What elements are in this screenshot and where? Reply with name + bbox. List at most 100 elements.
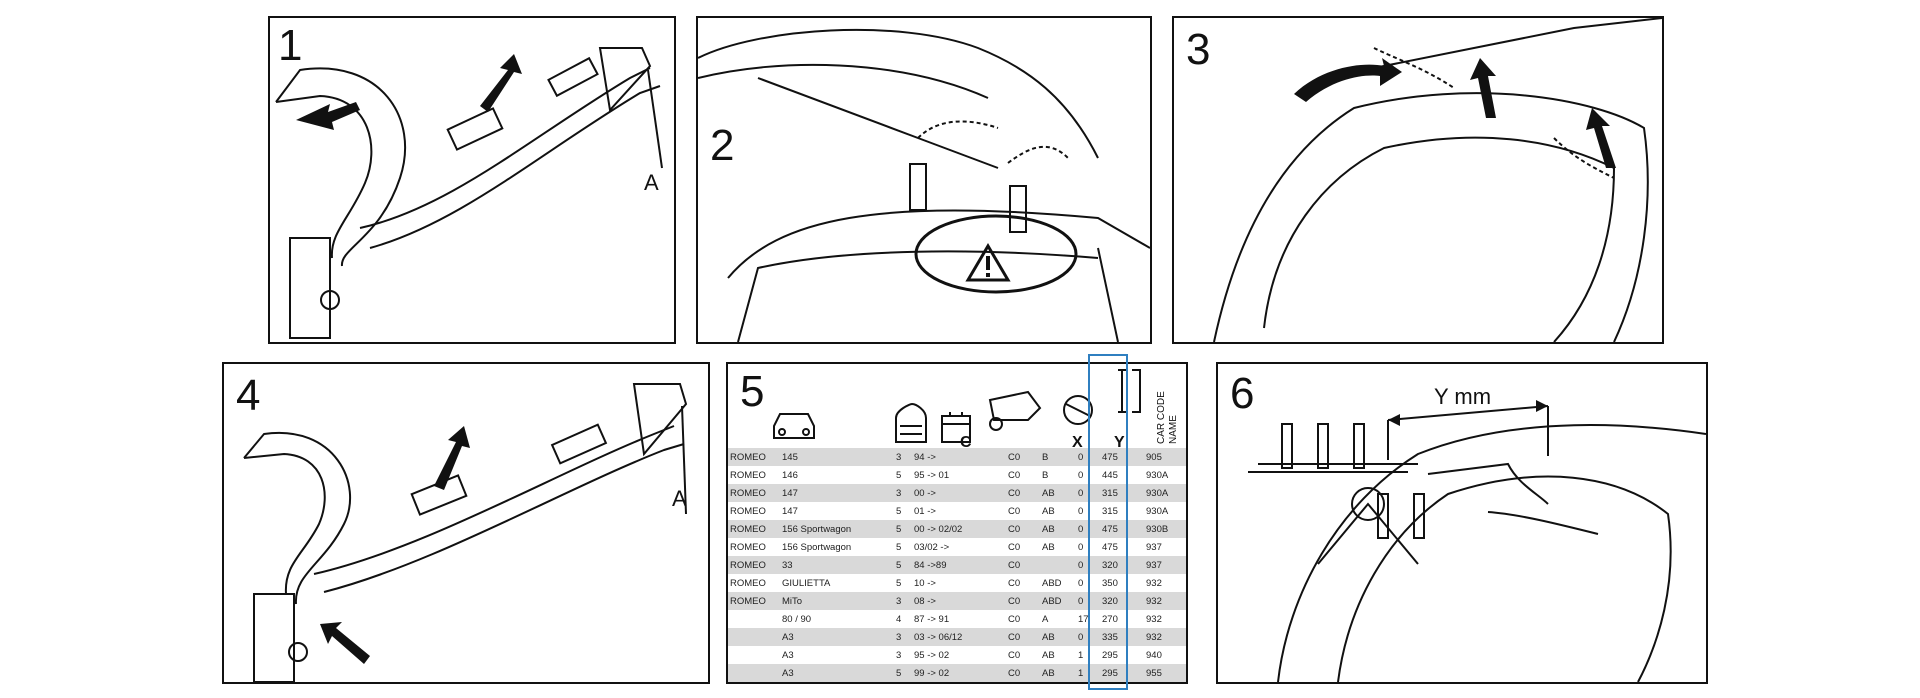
calendar-icon bbox=[941, 412, 971, 443]
table-cell-code: 932 bbox=[1144, 628, 1186, 646]
table-cell-make: ROMEO bbox=[728, 592, 780, 610]
table-cell-y: 270 bbox=[1094, 610, 1144, 628]
label-a: A bbox=[644, 170, 659, 195]
table-cell-code: 930B bbox=[1144, 520, 1186, 538]
table-cell-make bbox=[728, 610, 780, 628]
table-cell-y: 320 bbox=[1094, 556, 1144, 574]
table-cell-years: 00 -> bbox=[912, 484, 1006, 502]
table-cell-model: 80 / 90 bbox=[780, 610, 894, 628]
bike-rack-illustration: Y mm bbox=[1248, 384, 1706, 682]
panel-number: 1 bbox=[278, 21, 303, 70]
table-cell-model: 145 bbox=[780, 448, 894, 466]
table-cell-doors: 4 bbox=[894, 610, 912, 628]
tailgate-illustration bbox=[698, 28, 1150, 342]
table-cell-years: 10 -> bbox=[912, 574, 1006, 592]
header-name: NAME bbox=[1168, 415, 1179, 444]
table-cell-b: B bbox=[1040, 448, 1076, 466]
table-cell-years: 03/02 -> bbox=[912, 538, 1006, 556]
table-cell-y: 445 bbox=[1094, 466, 1144, 484]
table-cell-b bbox=[1040, 556, 1076, 574]
table-cell-code: 940 bbox=[1144, 646, 1186, 664]
table-cell-y: 335 bbox=[1094, 628, 1144, 646]
table-header-icons: C X Y CAR CODE NAME bbox=[773, 369, 1179, 448]
table-cell-make bbox=[728, 628, 780, 646]
table-cell-b: B bbox=[1040, 466, 1076, 484]
table-cell-code: 905 bbox=[1144, 448, 1186, 466]
table-cell-doors: 3 bbox=[894, 448, 912, 466]
table-cell-doors: 3 bbox=[894, 592, 912, 610]
table-cell-y: 475 bbox=[1094, 448, 1144, 466]
dimension-label: Y mm bbox=[1434, 384, 1491, 409]
table-cell-c: C0 bbox=[1006, 574, 1040, 592]
table-cell-years: 94 -> bbox=[912, 448, 1006, 466]
table-cell-model: 156 Sportwagon bbox=[780, 538, 894, 556]
table-cell-model: MiTo bbox=[780, 592, 894, 610]
header-car-code: CAR CODE bbox=[1156, 391, 1167, 444]
table-cell-years: 84 ->89 bbox=[912, 556, 1006, 574]
table-cell-model: A3 bbox=[780, 664, 894, 682]
panel-5: 5 bbox=[726, 362, 1188, 684]
table-cell-doors: 5 bbox=[894, 502, 912, 520]
table-cell-make: ROMEO bbox=[728, 520, 780, 538]
table-cell-c: C0 bbox=[1006, 484, 1040, 502]
table-cell-make: ROMEO bbox=[728, 538, 780, 556]
table-cell-doors: 5 bbox=[894, 664, 912, 682]
table-cell-b: AB bbox=[1040, 628, 1076, 646]
table-cell-c: C0 bbox=[1006, 466, 1040, 484]
table-cell-model: 147 bbox=[780, 484, 894, 502]
table-cell-model: GIULIETTA bbox=[780, 574, 894, 592]
table-cell-code: 937 bbox=[1144, 556, 1186, 574]
table-cell-doors: 5 bbox=[894, 520, 912, 538]
table-cell-y: 315 bbox=[1094, 502, 1144, 520]
table-cell-b: AB bbox=[1040, 484, 1076, 502]
table-cell-model: A3 bbox=[780, 628, 894, 646]
table-cell-doors: 5 bbox=[894, 574, 912, 592]
panel-number: 2 bbox=[710, 121, 735, 170]
table-cell-b: AB bbox=[1040, 538, 1076, 556]
tailgate-icon bbox=[988, 390, 1042, 431]
table-cell-y: 475 bbox=[1094, 520, 1144, 538]
table-cell-years: 99 -> 02 bbox=[912, 664, 1006, 682]
header-c: C bbox=[960, 434, 972, 448]
table-cell-y: 315 bbox=[1094, 484, 1144, 502]
table-cell-y: 320 bbox=[1094, 592, 1144, 610]
table-cell-code: 932 bbox=[1144, 592, 1186, 610]
table-cell-doors: 5 bbox=[894, 466, 912, 484]
table-cell-model: A3 bbox=[780, 646, 894, 664]
table-cell-y: 295 bbox=[1094, 646, 1144, 664]
panel-number: 4 bbox=[236, 371, 261, 420]
table-cell-y: 295 bbox=[1094, 664, 1144, 682]
table-cell-code: 955 bbox=[1144, 664, 1186, 682]
warning-zone bbox=[914, 214, 1078, 294]
table-cell-model: 33 bbox=[780, 556, 894, 574]
table-cell-make: ROMEO bbox=[728, 466, 780, 484]
label-a: A bbox=[672, 486, 687, 511]
table-cell-c: C0 bbox=[1006, 502, 1040, 520]
table-cell-c: C0 bbox=[1006, 646, 1040, 664]
panel-6: 6 Y mm bbox=[1216, 362, 1708, 684]
panel-number: 3 bbox=[1186, 25, 1211, 74]
table-cell-doors: 5 bbox=[894, 556, 912, 574]
table-cell-years: 01 -> bbox=[912, 502, 1006, 520]
table-cell-make: ROMEO bbox=[728, 484, 780, 502]
panel-number: 5 bbox=[740, 367, 765, 416]
table-cell-doors: 3 bbox=[894, 628, 912, 646]
table-cell-b: AB bbox=[1040, 646, 1076, 664]
table-cell-c: C0 bbox=[1006, 538, 1040, 556]
strap-illustration: A bbox=[275, 47, 663, 339]
table-cell-years: 03 -> 06/12 bbox=[912, 628, 1006, 646]
table-cell-y: 475 bbox=[1094, 538, 1144, 556]
table-cell-make bbox=[728, 664, 780, 682]
table-cell-c: C0 bbox=[1006, 520, 1040, 538]
dimension-y bbox=[1387, 400, 1549, 460]
table-cell-c: C0 bbox=[1006, 628, 1040, 646]
table-cell-years: 95 -> 02 bbox=[912, 646, 1006, 664]
